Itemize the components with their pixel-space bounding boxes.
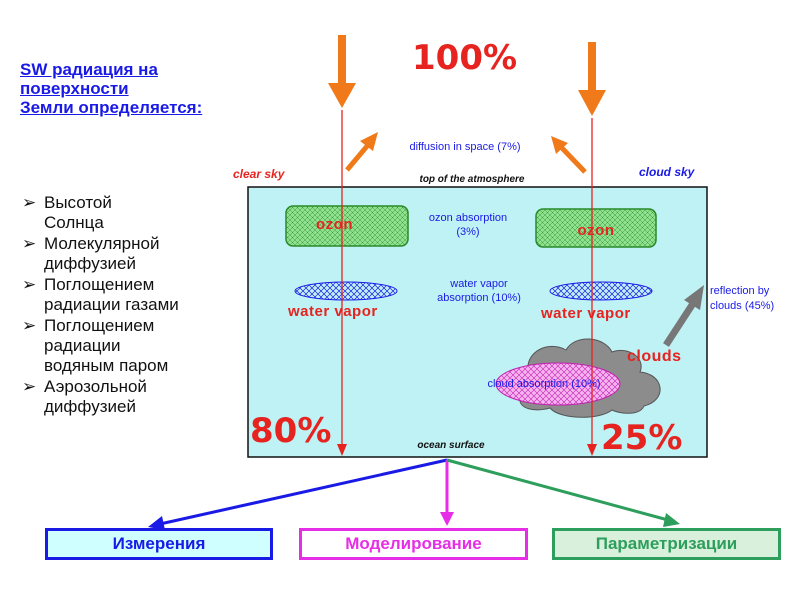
heading-line-2: поверхности (20, 79, 129, 98)
clear-surface-percent: 80% (250, 411, 332, 451)
measurements-box: Измерения (45, 528, 273, 560)
reflection-line-1: reflection by (710, 285, 770, 297)
parametrization-box: Параметризации (552, 528, 781, 560)
bullet-arrow-icon: ➢ (22, 377, 37, 396)
ocean-surface-label: ocean surface (417, 440, 485, 451)
cloud-sky-label: cloud sky (639, 165, 695, 179)
reflection-label: reflection by clouds (45%) (710, 284, 774, 314)
reflection-line-2: clouds (45%) (710, 300, 775, 312)
arrow-to-measurements (159, 458, 448, 526)
bullet-arrow-icon: ➢ (22, 316, 37, 335)
factor-line: радиации (44, 336, 121, 355)
factor-line: Высотой (44, 193, 112, 212)
factor-line: водяным паром (44, 356, 169, 375)
factor-item: ➢ Молекулярной диффузией (22, 234, 252, 274)
arrow-to-parametrization (446, 458, 669, 522)
factor-line: диффузией (44, 397, 136, 416)
water-vapor-left-label: water vapor (288, 303, 378, 320)
factor-line: Молекулярной (44, 234, 160, 253)
ozon-right-label: ozon (577, 222, 615, 239)
water-vapor-absorption-label: water vapor absorption (10%) (412, 277, 546, 305)
water-vapor-left-ellipse (294, 281, 398, 301)
top-of-atmosphere-label: top of the atmosphere (419, 174, 525, 185)
factors-list: ➢ Высотой Солнца ➢ Молекулярной диффузие… (22, 193, 252, 418)
cloud-surface-percent: 25% (601, 418, 683, 458)
cloud-absorption-ellipse (495, 362, 621, 406)
factor-line: радиации газами (44, 295, 179, 314)
heading-line-3: Земли определяется: (20, 98, 203, 117)
ozon-absorption-label: ozon absorption (3%) (405, 211, 531, 239)
factor-item: ➢ Поглощением радиации газами (22, 275, 252, 315)
factor-line: Аэрозольной (44, 377, 147, 396)
factor-line: Поглощением (44, 316, 155, 335)
water-vapor-right-ellipse (549, 281, 653, 301)
heading-line-1: SW радиация на (20, 60, 158, 79)
factor-line: Поглощением (44, 275, 155, 294)
factor-item: ➢ Аэрозольной диффузией (22, 377, 252, 417)
incoming-percent: 100% (412, 38, 518, 78)
ozon-right-box (535, 208, 657, 248)
incoming-arrow-right (578, 42, 606, 116)
ozon-absorption-line-2: (3%) (456, 226, 480, 238)
water-vapor-right-label: water vapor (541, 305, 631, 322)
modeling-box: Моделирование (299, 528, 528, 560)
cloud-absorption-label: cloud absorption (10%) (487, 378, 601, 390)
bullet-arrow-icon: ➢ (22, 193, 37, 212)
heading: SW радиация на поверхности Земли определ… (20, 60, 260, 117)
ozon-absorption-line-1: ozon absorption (428, 212, 508, 224)
water-vapor-absorption-line-2: absorption (10%) (437, 292, 521, 304)
factor-line: диффузией (44, 254, 136, 273)
factor-item: ➢ Высотой Солнца (22, 193, 252, 233)
clear-sky-label: clear sky (233, 167, 285, 181)
reflection-arrow (663, 285, 704, 347)
factor-line: Солнца (44, 213, 104, 232)
incoming-arrow-left (328, 35, 356, 108)
ozon-left-box (285, 205, 409, 247)
water-vapor-absorption-line-1: water vapor (450, 278, 508, 290)
factor-item: ➢ Поглощением радиации водяным паром (22, 316, 252, 376)
bullet-arrow-icon: ➢ (22, 275, 37, 294)
diffusion-arrow-left (345, 132, 378, 172)
ozon-left-label: ozon (316, 216, 353, 233)
diffusion-arrow-right (551, 136, 587, 174)
diffusion-label: diffusion in space (7%) (409, 141, 521, 153)
bullet-arrow-icon: ➢ (22, 234, 37, 253)
clouds-label: clouds (627, 348, 682, 365)
